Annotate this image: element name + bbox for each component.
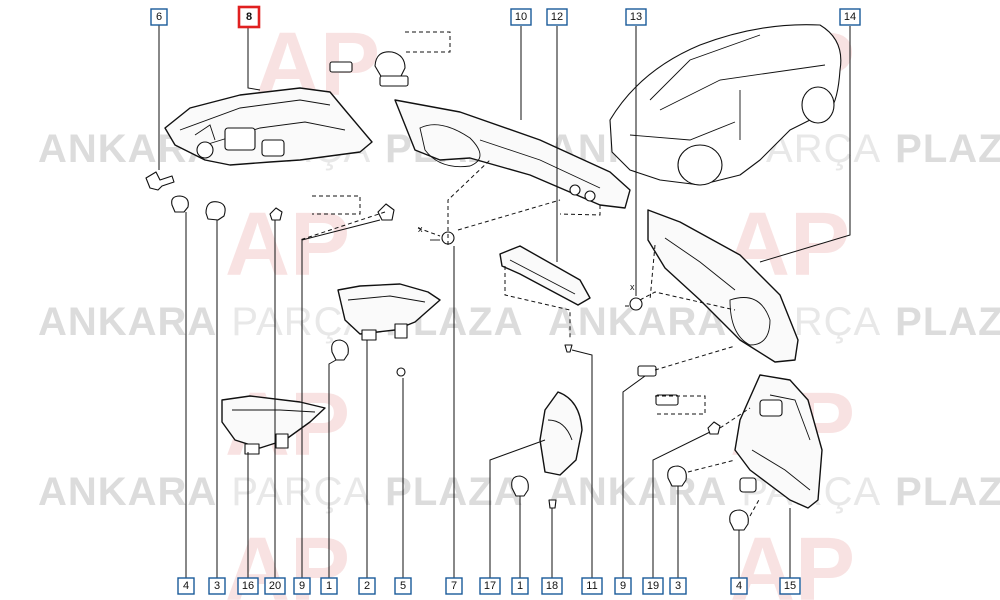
small-bulb: [707, 421, 721, 435]
screw: [396, 367, 406, 377]
callout-label: 19: [647, 580, 659, 592]
callout-label: 4: [736, 580, 742, 592]
callout-12[interactable]: 12: [546, 8, 568, 26]
callout-2[interactable]: 2: [358, 577, 376, 595]
callout-7[interactable]: 7: [445, 577, 463, 595]
callout-label: 14: [844, 11, 856, 23]
fog-lamp-left: [221, 395, 326, 455]
bulb: [667, 465, 687, 487]
watermark-plaza: PLAZA: [895, 300, 1000, 344]
callout-4[interactable]: 4: [730, 577, 748, 595]
clip: [629, 297, 643, 311]
screw: [564, 344, 573, 353]
callout-label: 6: [156, 11, 162, 23]
callout-label: 17: [484, 580, 496, 592]
callout-label: 8: [246, 11, 252, 23]
callout-1[interactable]: 1: [511, 577, 529, 595]
callout-label: 13: [630, 11, 642, 23]
bulb-socket: [329, 51, 409, 87]
callout-label: 9: [620, 580, 626, 592]
callout-8[interactable]: 8: [237, 5, 261, 29]
callout-label: 7: [451, 580, 457, 592]
watermark-ankara: ANKARA: [38, 300, 217, 344]
watermark-plaza: PLAZA: [895, 470, 1000, 514]
marker-x: x x: [418, 224, 635, 292]
callout-11[interactable]: 11: [581, 577, 603, 595]
callout-label: 11: [586, 580, 597, 592]
callout-16[interactable]: 16: [237, 577, 259, 595]
screw: [548, 499, 557, 509]
mounting-bracket: [499, 245, 591, 306]
callout-17[interactable]: 17: [479, 577, 501, 595]
callout-15[interactable]: 15: [779, 577, 801, 595]
bulb: [171, 195, 189, 213]
logo-mark: AP: [225, 195, 350, 295]
callout-9[interactable]: 9: [293, 577, 311, 595]
tailgate-strip: [394, 99, 631, 209]
screw-6: [145, 171, 175, 191]
callout-label: 18: [546, 580, 558, 592]
tail-lamp-right: [734, 374, 823, 509]
bulb: [729, 509, 749, 531]
callout-label: 4: [183, 580, 189, 592]
watermark-parca: PARÇA: [231, 470, 371, 514]
car-illustration: [609, 24, 842, 186]
svg-text:x: x: [418, 224, 423, 234]
callout-13[interactable]: 13: [625, 8, 647, 26]
callout-19[interactable]: 19: [642, 577, 664, 595]
callout-14[interactable]: 14: [839, 8, 861, 26]
small-bulb: [269, 207, 283, 221]
callout-label: 3: [675, 580, 681, 592]
reverse-lamp-left: [337, 283, 441, 341]
watermark-ankara: ANKARA: [38, 470, 217, 514]
bulb: [511, 475, 529, 497]
callout-5[interactable]: 5: [394, 577, 412, 595]
callout-label: 1: [326, 580, 332, 592]
assembly-lines: [299, 31, 761, 517]
callout-4[interactable]: 4: [177, 577, 195, 595]
callout-10[interactable]: 10: [510, 8, 532, 26]
callout-label: 16: [242, 580, 254, 592]
watermark-ankara: ANKARA: [548, 470, 727, 514]
callout-label: 2: [364, 580, 370, 592]
callout-3[interactable]: 3: [669, 577, 687, 595]
svg-text:x: x: [630, 282, 635, 292]
callout-label: 5: [400, 580, 406, 592]
callout-3[interactable]: 3: [208, 577, 226, 595]
callout-label: 3: [214, 580, 220, 592]
bulb: [205, 201, 226, 221]
callout-9[interactable]: 9: [614, 577, 632, 595]
callout-label: 9: [299, 580, 305, 592]
callout-label: 12: [551, 11, 563, 23]
bulb: [331, 339, 349, 361]
callout-label: 15: [784, 580, 796, 592]
callout-18[interactable]: 18: [541, 577, 563, 595]
watermark-plaza: PLAZA: [895, 127, 1000, 171]
callout-20[interactable]: 20: [264, 577, 286, 595]
callout-6[interactable]: 6: [150, 8, 168, 26]
callout-label: 10: [515, 11, 527, 23]
callout-label: 20: [269, 580, 281, 592]
tail-lamp-left: [164, 87, 373, 166]
small-bulb: [377, 203, 395, 221]
leader-lines: [158, 25, 851, 578]
reverse-lamp-center: [539, 391, 583, 476]
callout-1[interactable]: 1: [320, 577, 338, 595]
callout-label: 1: [517, 580, 523, 592]
bulb-socket: [637, 365, 679, 406]
tail-lamp-right-strip: [647, 209, 799, 363]
